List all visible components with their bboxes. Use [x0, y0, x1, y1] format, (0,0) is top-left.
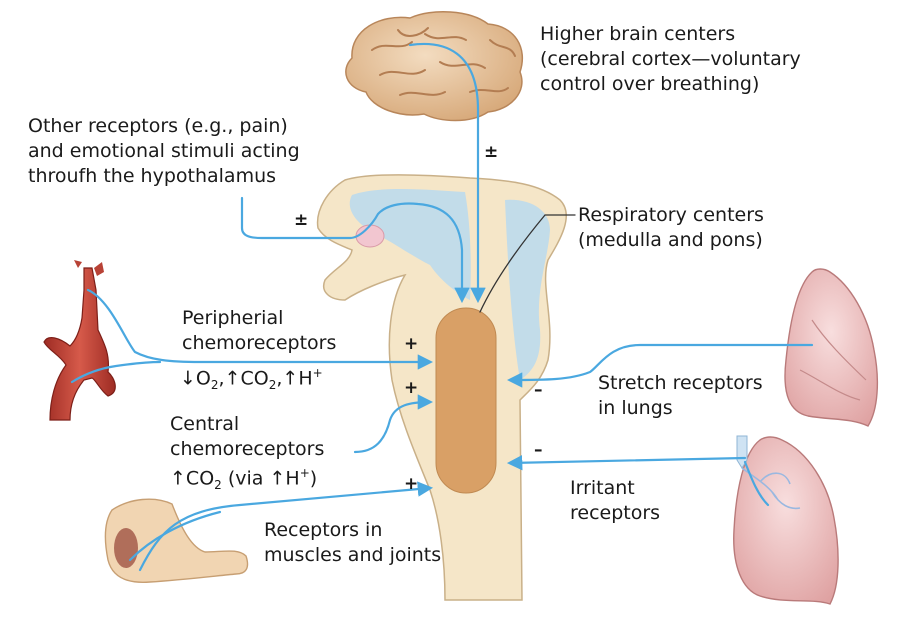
brain-icon: [345, 11, 524, 122]
stretch-sign: –: [534, 380, 543, 400]
other-receptors-label: Other receptors (e.g., pain) and emotion…: [28, 115, 300, 187]
central-formula: ↑CO2 (via ↑H+): [170, 466, 318, 493]
arm-icon: [104, 498, 249, 583]
respiratory-center-shape: [435, 307, 497, 494]
higher-brain-label: Higher brain centers (cerebral cortex—vo…: [540, 23, 801, 95]
brain-pathway-arrow: [408, 42, 486, 304]
central-sign: +: [404, 378, 419, 398]
lung-icon: [784, 268, 879, 427]
central-pathway-arrow: [353, 394, 434, 454]
irritant-sign: –: [534, 440, 543, 460]
stretch-label: Stretch receptors in lungs: [598, 372, 763, 419]
bronchi-lung-icon: [733, 435, 839, 605]
muscles-sign: +: [404, 474, 419, 494]
muscle-pathway-arrow: [138, 481, 434, 572]
peripheral-sign: +: [404, 334, 419, 354]
muscles-label: Receptors in muscles and joints: [264, 519, 442, 566]
peripheral-formula: ↓O2,↑CO2,↑H+: [180, 366, 323, 393]
artery-icon: [43, 260, 116, 421]
hypothalamus-sign: ±: [294, 210, 309, 230]
irritant-pathway-arrow: [506, 455, 747, 471]
hypothalamus-mark: [355, 224, 385, 248]
brain-sign: ±: [484, 142, 499, 162]
irritant-label: Irritant receptors: [570, 477, 661, 524]
hypothalamus-pathway-arrow: [240, 196, 470, 304]
stretch-pathway-arrow: [506, 343, 814, 388]
peripheral-label: Peripherial chemoreceptors: [182, 307, 337, 354]
resp-center-leader: [479, 214, 576, 313]
central-label: Central chemoreceptors: [170, 413, 325, 460]
respiratory-centers-label: Respiratory centers (medulla and pons): [578, 204, 764, 251]
peripheral-pathway-arrow: [86, 288, 434, 370]
